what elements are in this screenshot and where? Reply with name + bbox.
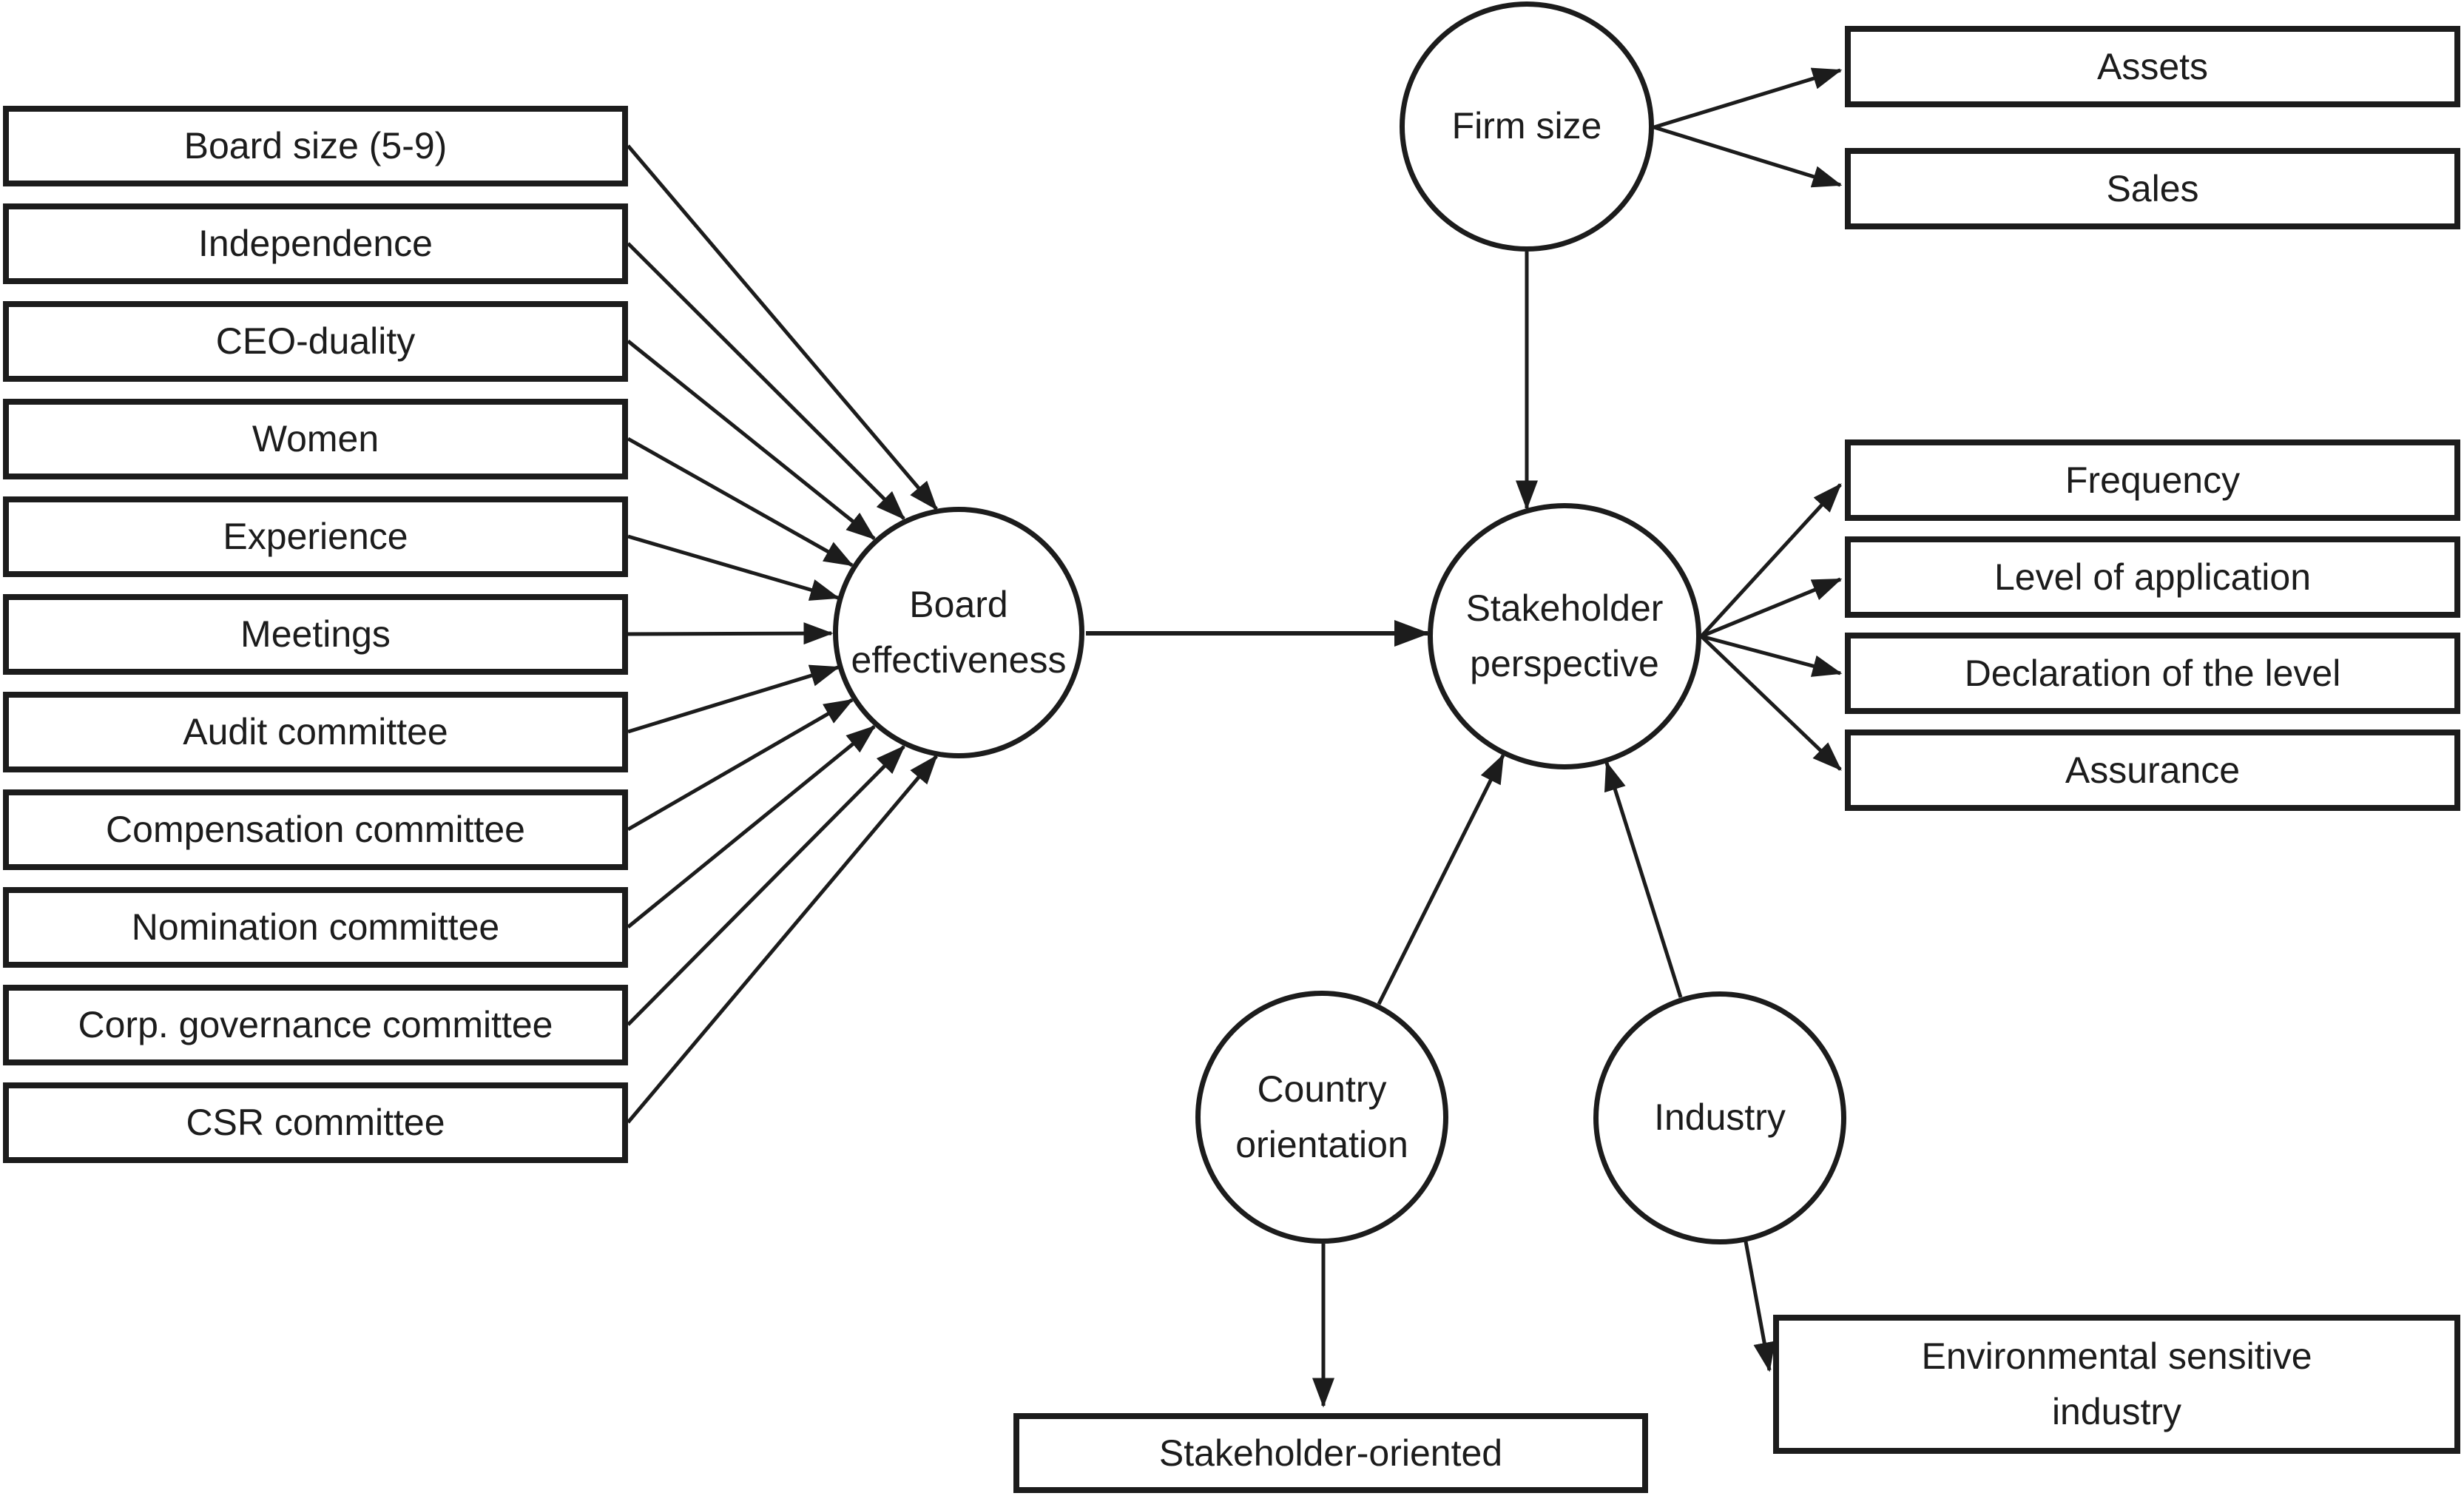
- indicator-box-csr-committee: CSR committee: [3, 1082, 628, 1163]
- arrow-industry-to-environmental-industry: [1744, 1241, 1775, 1372]
- indicator-label: Nomination committee: [131, 906, 500, 949]
- arrow-csr-committee-to-board-effectiveness: [627, 755, 938, 1124]
- latent-label-line: Stakeholder: [1465, 587, 1664, 629]
- latent-label-line: Country: [1257, 1068, 1387, 1110]
- arrow-corp-governance-committee-to-board-effectiveness: [627, 745, 905, 1026]
- arrow-firm-size-to-sales: [1653, 125, 1843, 188]
- indicator-box-audit-committee: Audit committee: [3, 692, 628, 772]
- indicator-box-experience: Experience: [3, 496, 628, 577]
- indicator-label: CSR committee: [186, 1102, 445, 1144]
- indicator-box-compensation-committee: Compensation committee: [3, 789, 628, 870]
- indicator-label: Frequency: [2065, 459, 2241, 501]
- latent-country-orientation: Country orientation: [1195, 991, 1448, 1244]
- arrow-industry-to-stakeholder-perspective: [1604, 761, 1683, 998]
- indicator-label: Assets: [2096, 45, 2209, 87]
- indicator-label: Assurance: [2065, 749, 2241, 791]
- latent-industry: Industry: [1593, 991, 1846, 1244]
- latent-label-line: effectiveness: [851, 639, 1067, 681]
- indicator-box-board-size: Board size (5-9): [3, 106, 628, 186]
- indicator-box-environmental-sensitive-industry: Environmental sensitive industry: [1773, 1315, 2460, 1454]
- arrow-meetings-to-board-effectiveness: [627, 622, 834, 645]
- arrow-experience-to-board-effectiveness: [627, 534, 840, 601]
- arrow-independence-to-board-effectiveness: [627, 242, 905, 520]
- indicator-box-nomination-committee: Nomination committee: [3, 887, 628, 968]
- indicator-label: Declaration of the level: [1964, 652, 2341, 694]
- indicator-label: Audit committee: [183, 711, 448, 753]
- arrow-audit-committee-to-board-effectiveness: [627, 664, 840, 734]
- indicator-box-corp-governance-committee: Corp. governance committee: [3, 985, 628, 1065]
- indicator-box-level-of-application: Level of application: [1845, 536, 2460, 618]
- arrow-ceo-duality-to-board-effectiveness: [627, 340, 876, 540]
- indicator-box-frequency: Frequency: [1845, 439, 2460, 521]
- latent-board-effectiveness: Board effectiveness: [833, 507, 1084, 758]
- indicator-box-independence: Independence: [3, 203, 628, 284]
- indicator-box-ceo-duality: CEO-duality: [3, 301, 628, 382]
- arrow-compensation-committee-to-board-effectiveness: [627, 698, 854, 832]
- latent-firm-size: Firm size: [1400, 1, 1654, 252]
- indicator-label: Compensation committee: [106, 809, 525, 851]
- arrow-stakeholder-to-level-of-application: [1701, 577, 1843, 639]
- indicator-box-meetings: Meetings: [3, 594, 628, 675]
- latent-label-line: orientation: [1235, 1124, 1408, 1165]
- indicator-label: Level of application: [1994, 556, 2312, 598]
- indicator-label: Meetings: [240, 613, 391, 656]
- indicator-label: Experience: [223, 516, 408, 558]
- arrow-stakeholder-to-declaration: [1701, 634, 1843, 677]
- indicator-label: industry: [2051, 1391, 2182, 1432]
- indicator-label: Environmental sensitive: [1921, 1335, 2312, 1377]
- arrow-board-size-to-board-effectiveness: [627, 144, 938, 511]
- latent-label-line: Board: [909, 584, 1008, 625]
- latent-stakeholder-perspective: Stakeholder perspective: [1428, 503, 1701, 769]
- latent-label-line: perspective: [1470, 643, 1659, 684]
- indicator-label: Women: [252, 418, 379, 460]
- indicator-box-assets: Assets: [1845, 26, 2460, 107]
- arrow-stakeholder-to-frequency: [1700, 483, 1842, 638]
- arrow-women-to-board-effectiveness: [627, 437, 854, 567]
- arrow-nomination-committee-to-board-effectiveness: [627, 725, 876, 929]
- arrow-country-orientation-to-stakeholder-perspective: [1377, 753, 1505, 1005]
- indicator-box-stakeholder-oriented: Stakeholder-oriented: [1013, 1413, 1648, 1493]
- indicator-box-women: Women: [3, 399, 628, 479]
- latent-label-line: Firm size: [1451, 105, 1602, 147]
- indicator-label: CEO-duality: [215, 320, 416, 363]
- indicator-label: Sales: [2106, 167, 2199, 209]
- indicator-box-sales: Sales: [1845, 148, 2460, 229]
- arrow-stakeholder-to-assurance: [1700, 635, 1842, 771]
- latent-label-line: Industry: [1654, 1096, 1786, 1139]
- indicator-box-declaration-of-the-level: Declaration of the level: [1845, 633, 2460, 714]
- indicator-label: Stakeholder-oriented: [1158, 1432, 1503, 1474]
- indicator-label: Independence: [198, 223, 433, 265]
- indicator-label: Corp. governance committee: [78, 1004, 553, 1046]
- indicator-label: Board size (5-9): [183, 125, 448, 167]
- arrow-firm-size-to-assets: [1653, 67, 1843, 129]
- indicator-box-assurance: Assurance: [1845, 730, 2460, 811]
